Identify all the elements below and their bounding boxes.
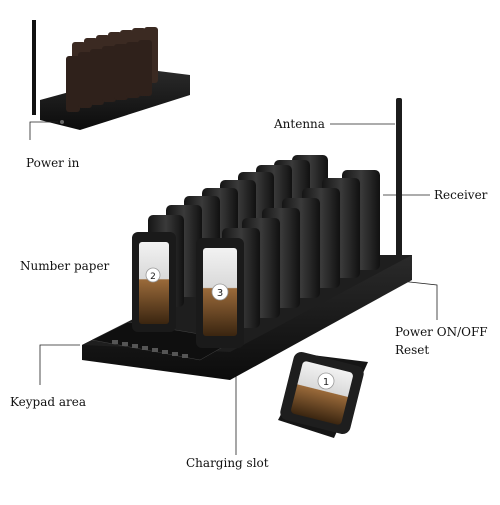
pager-number: 1 <box>323 377 329 388</box>
label-power-in: Power in <box>26 156 80 170</box>
label-reset: Reset <box>395 343 430 357</box>
antenna <box>396 98 402 258</box>
label-receiver: Receiver <box>434 188 488 202</box>
pager-number: 2 <box>150 272 156 282</box>
back-view-inset <box>32 20 190 130</box>
label-power-on-off: Power ON/OFF <box>395 325 488 339</box>
pager-front-middle: 3 <box>196 238 244 348</box>
label-number-paper: Number paper <box>20 259 110 273</box>
pager-front-left: 2 <box>132 232 176 332</box>
label-keypad-area: Keypad area <box>10 395 87 409</box>
main-device: 3 2 <box>82 98 412 380</box>
label-antenna: Antenna <box>274 117 325 131</box>
inset-antenna <box>32 20 36 115</box>
label-charging-slot: Charging slot <box>186 456 269 470</box>
single-pager: 1 <box>278 352 368 438</box>
power-in-port <box>60 120 64 124</box>
inset-pagers <box>66 27 158 112</box>
pager-rows: 3 2 <box>132 155 380 348</box>
pager-number: 3 <box>217 288 223 299</box>
